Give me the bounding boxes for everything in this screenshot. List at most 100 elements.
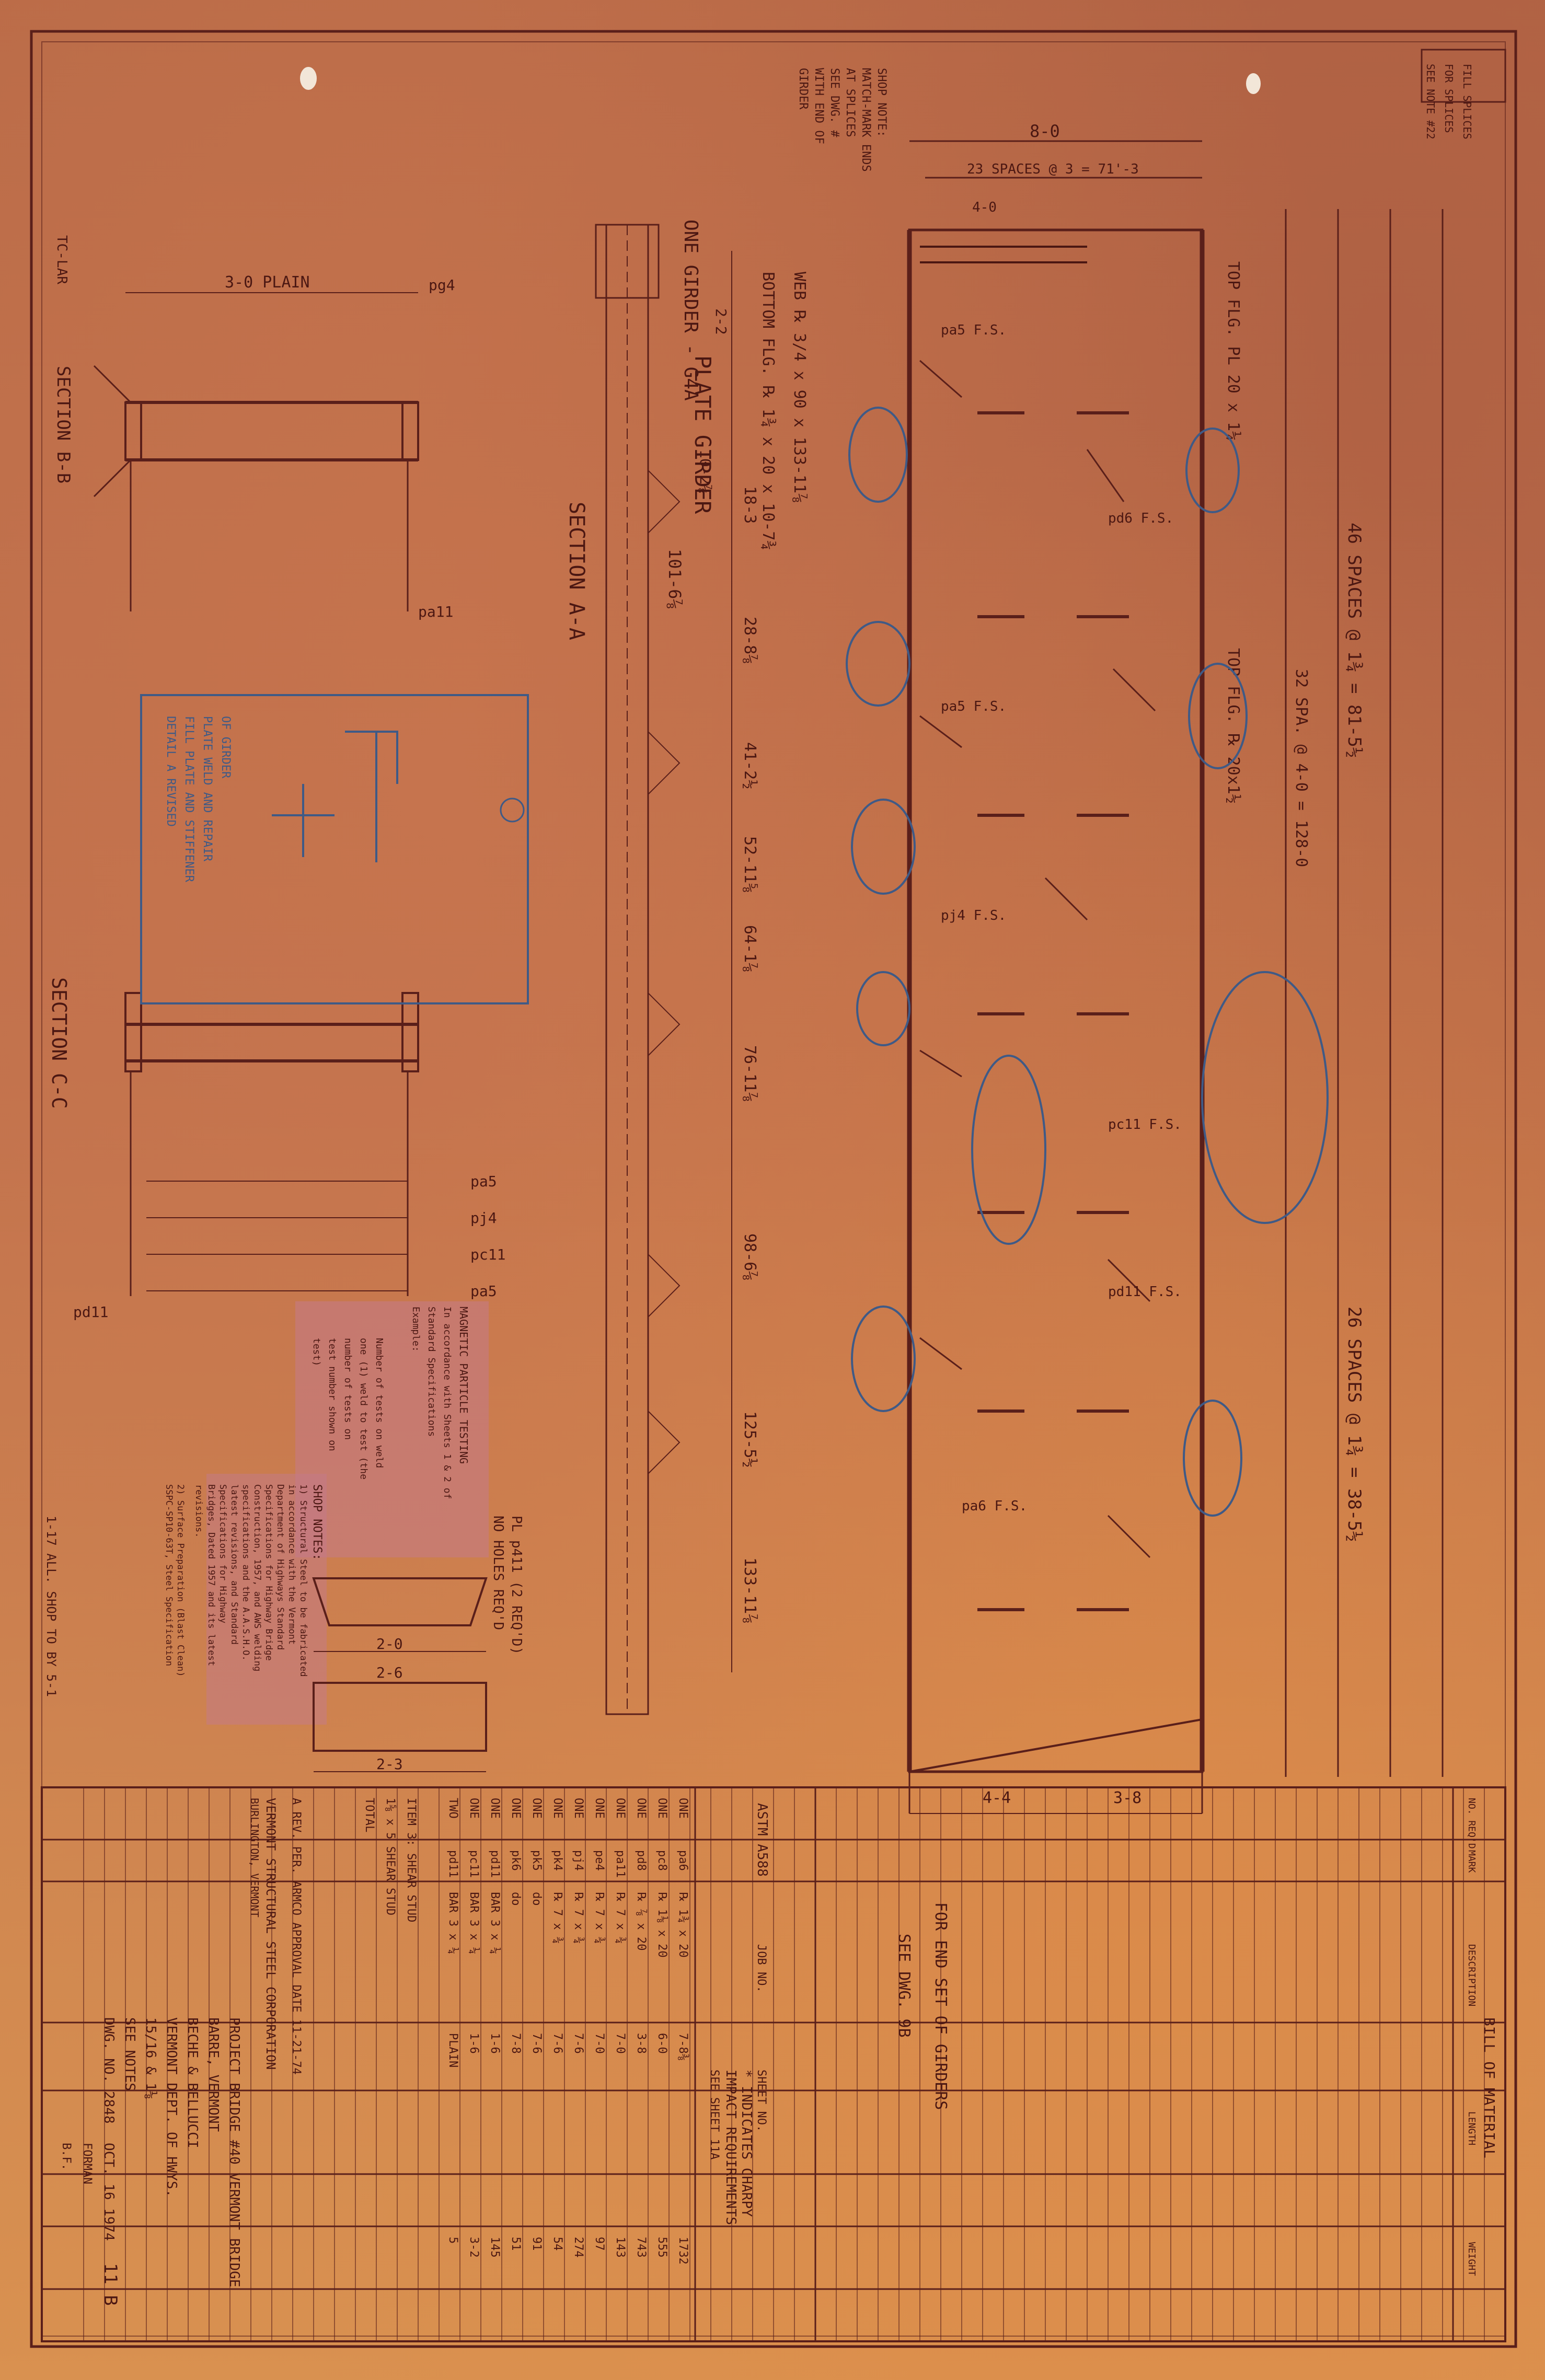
svg-text:BILL OF MATERIAL: BILL OF MATERIAL xyxy=(1481,2017,1498,2158)
section-b-b: 3-0 PLAIN pg4 pa11 SECTION B-B xyxy=(53,273,455,620)
plate-details: 2-0 2-6 2-3 PL p411 (2 REQ'D) NO HOLES R… xyxy=(312,1516,524,1773)
svg-text:52-11⅝: 52-11⅝ xyxy=(741,836,759,893)
svg-text:SHOP NOTES:: SHOP NOTES: xyxy=(310,1484,324,1561)
svg-text:125-5½: 125-5½ xyxy=(741,1411,759,1468)
svg-text:101-6⅞: 101-6⅞ xyxy=(665,549,685,609)
table-row: ONE pk4 ℞ 7 x ¾ 7-6 54 xyxy=(551,1798,564,2251)
svg-text:2-0: 2-0 xyxy=(376,1635,403,1653)
table-row: TWO pd11 BAR 3 x ¼ PLAIN 5 xyxy=(446,1798,459,2244)
svg-text:pk6: pk6 xyxy=(509,1850,522,1871)
svg-text:1-6: 1-6 xyxy=(467,2033,480,2054)
svg-text:pj4: pj4 xyxy=(470,1209,497,1227)
svg-text:5: 5 xyxy=(446,2237,459,2244)
svg-text:7-8: 7-8 xyxy=(509,2033,522,2054)
svg-text:3-2: 3-2 xyxy=(467,2237,480,2258)
svg-text:SEE NOTE #22: SEE NOTE #22 xyxy=(1424,64,1437,140)
svg-text:TOP FLG. ℞ 20x1½: TOP FLG. ℞ 20x1½ xyxy=(1224,648,1242,804)
svg-text:76-11⅞: 76-11⅞ xyxy=(741,1045,759,1102)
svg-text:Number of tests on weld: Number of tests on weld xyxy=(374,1338,385,1468)
svg-text:2-3: 2-3 xyxy=(376,1755,403,1773)
piece-stamps: pa5 F.S. pd6 F.S. pa5 F.S. pj4 F.S. pc11… xyxy=(941,322,1182,1514)
svg-text:VERMONT STRUCTURAL STEEL CORPO: VERMONT STRUCTURAL STEEL CORPORATION xyxy=(263,1798,278,2070)
svg-text:ONE: ONE xyxy=(551,1798,564,1819)
svg-text:TOP FLG. PL 20 x 1¼: TOP FLG. PL 20 x 1¼ xyxy=(1224,261,1242,441)
svg-text:7-0: 7-0 xyxy=(593,2033,606,2054)
svg-text:4-4: 4-4 xyxy=(983,1789,1011,1807)
table-row: ONE pa6 ℞ 1¾ x 20 7-8⅜ 1732 xyxy=(676,1798,689,2265)
svg-text:8-0: 8-0 xyxy=(1030,121,1060,141)
svg-text:3-0 PLAIN: 3-0 PLAIN xyxy=(225,273,310,292)
svg-text:FILL PLATE AND STIFFENER: FILL PLATE AND STIFFENER xyxy=(182,716,195,883)
svg-text:specifications and the A.A.S.H: specifications and the A.A.S.H.O. xyxy=(240,1484,251,1661)
svg-text:2-2: 2-2 xyxy=(712,308,730,335)
svg-text:℞ 7 x ¾: ℞ 7 x ¾ xyxy=(572,1892,585,1944)
table-row: ONE pc8 ℞ 1⅛ x 20 6-0 555 xyxy=(655,1798,668,2258)
svg-text:pk5: pk5 xyxy=(530,1850,543,1871)
detail-a-box: DETAIL A REVISED FILL PLATE AND STIFFENE… xyxy=(140,694,529,1004)
svg-text:32 SPA. @ 4-0 = 128-0: 32 SPA. @ 4-0 = 128-0 xyxy=(1292,669,1310,867)
svg-text:PLAIN: PLAIN xyxy=(446,2033,459,2067)
svg-text:18-3: 18-3 xyxy=(741,486,759,524)
svg-text:WEIGHT: WEIGHT xyxy=(1466,2242,1477,2276)
svg-text:6-0: 6-0 xyxy=(655,2033,668,2054)
svg-text:7-8⅜: 7-8⅜ xyxy=(676,2033,689,2061)
svg-text:pd11: pd11 xyxy=(73,1303,108,1321)
left-edge-tag: TC-LAR xyxy=(54,235,70,284)
svg-text:BOTTOM FLG. ℞ 1¾ x 20 x 10-7¾: BOTTOM FLG. ℞ 1¾ x 20 x 10-7¾ xyxy=(759,272,777,550)
svg-text:23 SPACES @ 3 = 71'-3: 23 SPACES @ 3 = 71'-3 xyxy=(967,161,1139,177)
svg-text:145: 145 xyxy=(488,2237,501,2258)
svg-text:Construction, 1957, and AWS we: Construction, 1957, and AWS welding xyxy=(252,1484,262,1671)
bill-rows: ONE pa6 ℞ 1¾ x 20 7-8⅜ 1732 ONE pc8 ℞ 1⅛… xyxy=(446,1798,689,2265)
svg-text:in accordance with the Vermont: in accordance with the Vermont xyxy=(286,1484,297,1645)
welding-note-box: MAGNETIC PARTICLE TESTING In accordance … xyxy=(295,1301,489,1557)
svg-text:℞ ⅞ x 20: ℞ ⅞ x 20 xyxy=(635,1892,648,1950)
svg-text:pd11: pd11 xyxy=(446,1850,459,1878)
svg-text:FORMAN: FORMAN xyxy=(80,2143,94,2184)
svg-text:BARRE, VERMONT: BARRE, VERMONT xyxy=(205,2017,221,2132)
svg-text:274: 274 xyxy=(572,2237,585,2258)
table-row: ONE pa11 ℞ 7 x ¾ 7-0 143 xyxy=(614,1798,627,2258)
svg-text:46 SPACES @ 1¾ = 81-5½: 46 SPACES @ 1¾ = 81-5½ xyxy=(1344,523,1365,758)
svg-text:7-6: 7-6 xyxy=(530,2033,543,2054)
svg-text:pj4 F.S.: pj4 F.S. xyxy=(941,908,1006,923)
svg-text:℞ 7 x ¾: ℞ 7 x ¾ xyxy=(551,1892,564,1944)
punch-hole-right xyxy=(1246,73,1261,94)
svg-text:NO. REQ'D: NO. REQ'D xyxy=(1466,1798,1477,1849)
svg-text:℞ 7 x ¾: ℞ 7 x ¾ xyxy=(614,1892,627,1944)
svg-text:1⅝ x 5 SHEAR STUD: 1⅝ x 5 SHEAR STUD xyxy=(384,1798,397,1915)
shop-note-top: SHOP NOTE: MATCH-MARK ENDS AT SPLICES SE… xyxy=(797,68,888,172)
svg-text:SEE SHEET 11A: SEE SHEET 11A xyxy=(708,2070,721,2159)
svg-text:2-6: 2-6 xyxy=(376,1664,403,1681)
svg-text:℞ 1¾ x 20: ℞ 1¾ x 20 xyxy=(676,1892,689,1958)
svg-text:10-2⅞: 10-2⅞ xyxy=(697,449,714,493)
svg-text:DETAIL A REVISED: DETAIL A REVISED xyxy=(164,716,177,827)
svg-text:latest revisions, and Standard: latest revisions, and Standard xyxy=(229,1484,239,1645)
svg-text:DESCRIPTION: DESCRIPTION xyxy=(1466,1944,1477,2006)
svg-text:3-8: 3-8 xyxy=(1113,1789,1142,1807)
svg-text:54: 54 xyxy=(551,2237,564,2251)
svg-text:FOR END SET OF GIRDERS: FOR END SET OF GIRDERS xyxy=(931,1902,950,2110)
svg-text:WITH END OF: WITH END OF xyxy=(812,68,825,144)
svg-text:B.F.: B.F. xyxy=(60,2143,73,2170)
svg-text:Standard Specifications: Standard Specifications xyxy=(426,1307,437,1437)
svg-text:ONE: ONE xyxy=(676,1798,689,1819)
svg-text:pd6 F.S.: pd6 F.S. xyxy=(1108,511,1173,526)
svg-text:15/16 & 1⅛: 15/16 & 1⅛ xyxy=(143,2017,158,2099)
svg-text:Specifications for Highway Bri: Specifications for Highway Bridge xyxy=(263,1484,274,1661)
table-row: ONE pk6 do 7-8 51 xyxy=(509,1798,522,2251)
svg-text:Specifications for Highway: Specifications for Highway xyxy=(217,1484,228,1623)
svg-text:pg4: pg4 xyxy=(429,276,455,294)
table-row: ONE pk5 do 7-6 91 xyxy=(530,1798,543,2251)
svg-text:ONE: ONE xyxy=(467,1798,480,1819)
svg-text:pj4: pj4 xyxy=(572,1850,585,1871)
svg-text:Bridges, Dated 1957 and its la: Bridges, Dated 1957 and its latest xyxy=(206,1484,216,1666)
svg-text:ONE: ONE xyxy=(635,1798,648,1819)
svg-text:SECTION C-C: SECTION C-C xyxy=(48,977,71,1109)
svg-text:91: 91 xyxy=(530,2237,543,2251)
svg-text:pa6: pa6 xyxy=(676,1850,689,1871)
svg-text:AT SPLICES: AT SPLICES xyxy=(844,68,857,137)
svg-text:ONE: ONE xyxy=(530,1798,543,1819)
svg-text:pa5 F.S.: pa5 F.S. xyxy=(941,322,1006,338)
svg-text:one (1) weld to test (the: one (1) weld to test (the xyxy=(358,1338,369,1480)
